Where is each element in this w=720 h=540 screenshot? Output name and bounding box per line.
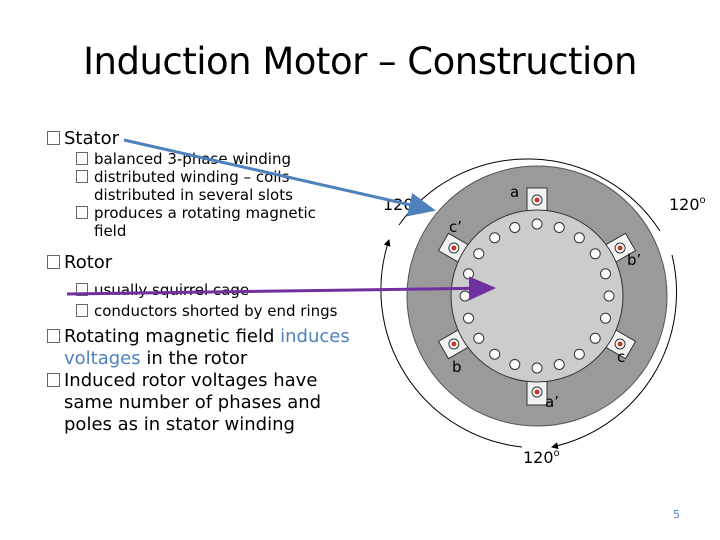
bullet-box-icon: [47, 131, 60, 145]
bullet-box-icon: [47, 373, 60, 387]
bullet-box-icon: [76, 152, 88, 165]
coil-label-b-prime: b’: [627, 251, 641, 269]
bullet-list: Stator balanced 3-phase winding distribu…: [44, 128, 364, 436]
coil-conductor: [448, 338, 460, 350]
bullet-box-icon: [76, 283, 88, 296]
coil-conductor: [614, 338, 626, 350]
rotor-bar: [489, 348, 501, 360]
coil-label-b: b: [452, 358, 462, 376]
bullet-stator: Stator: [44, 128, 364, 149]
bullet-box-icon: [47, 329, 60, 343]
bullet-induced: Induced rotor voltages have: [44, 370, 364, 391]
rotor-bar: [509, 359, 521, 370]
rotor-bar: [473, 332, 485, 344]
rotor-disc: [450, 209, 624, 383]
bullet-stator-item: produces a rotating magnetic: [44, 204, 364, 222]
page-number: 5: [673, 508, 680, 521]
angle-label-top-right: 120o: [669, 195, 706, 214]
coil-label-a-prime: a’: [545, 393, 559, 411]
rotor-bar: [531, 218, 543, 230]
rotor-bar: [459, 290, 471, 302]
bullet-box-icon: [76, 206, 88, 219]
rotor-bar: [589, 248, 601, 260]
bullet-induced-cont: poles as in stator winding: [64, 414, 295, 435]
rotor-bar: [589, 332, 601, 344]
rotor-bar: [553, 359, 565, 370]
rotor-bar: [600, 312, 611, 324]
bullet-box-icon: [47, 255, 60, 269]
coil-conductor: [531, 386, 543, 398]
rotor-bar: [600, 268, 611, 280]
bullet-rmf-cont: voltages in the rotor: [64, 348, 248, 369]
rotor-bar: [489, 232, 501, 244]
rotor-bar: [573, 232, 585, 244]
coil-label-a: a: [510, 183, 519, 201]
bullet-rotor-item: conductors shorted by end rings: [44, 302, 364, 320]
bullet-box-icon: [76, 304, 88, 317]
bullet-stator-item: balanced 3-phase winding: [44, 150, 364, 168]
bullet-rmf: Rotating magnetic field induces: [44, 326, 364, 347]
bullet-stator-item-cont: field: [94, 222, 127, 240]
rotor-bar: [473, 248, 485, 260]
rotor-bar: [553, 222, 565, 233]
slide-title: Induction Motor – Construction: [83, 40, 637, 83]
rotor-bar: [463, 268, 474, 280]
rotor-bar: [509, 222, 521, 233]
bullet-box-icon: [76, 170, 88, 183]
angle-arc-right: [551, 254, 678, 450]
bullet-stator-item-cont: distributed in several slots: [94, 186, 293, 204]
coil-label-c-prime: c’: [449, 218, 462, 236]
stator-pointer-arrow: [123, 138, 436, 217]
coil-label-c: c: [617, 348, 625, 366]
rotor-bar: [573, 348, 585, 360]
coil-conductor: [614, 242, 626, 254]
angle-arc-left: [380, 239, 523, 448]
bullet-stator-item: distributed winding – coils: [44, 168, 364, 186]
rotor-bar: [531, 362, 543, 374]
rotor-bar: [463, 312, 474, 324]
rotor-bar: [603, 290, 615, 302]
rotor-pointer-arrow: [66, 276, 496, 301]
bullet-induced-cont: same number of phases and: [64, 392, 322, 413]
stator-coils: [448, 194, 626, 398]
coil-conductor: [448, 242, 460, 254]
angle-label-bottom: 120o: [523, 448, 560, 467]
rotor-bars: [459, 218, 615, 374]
bullet-rotor: Rotor: [44, 252, 364, 273]
coil-conductor: [531, 194, 543, 206]
